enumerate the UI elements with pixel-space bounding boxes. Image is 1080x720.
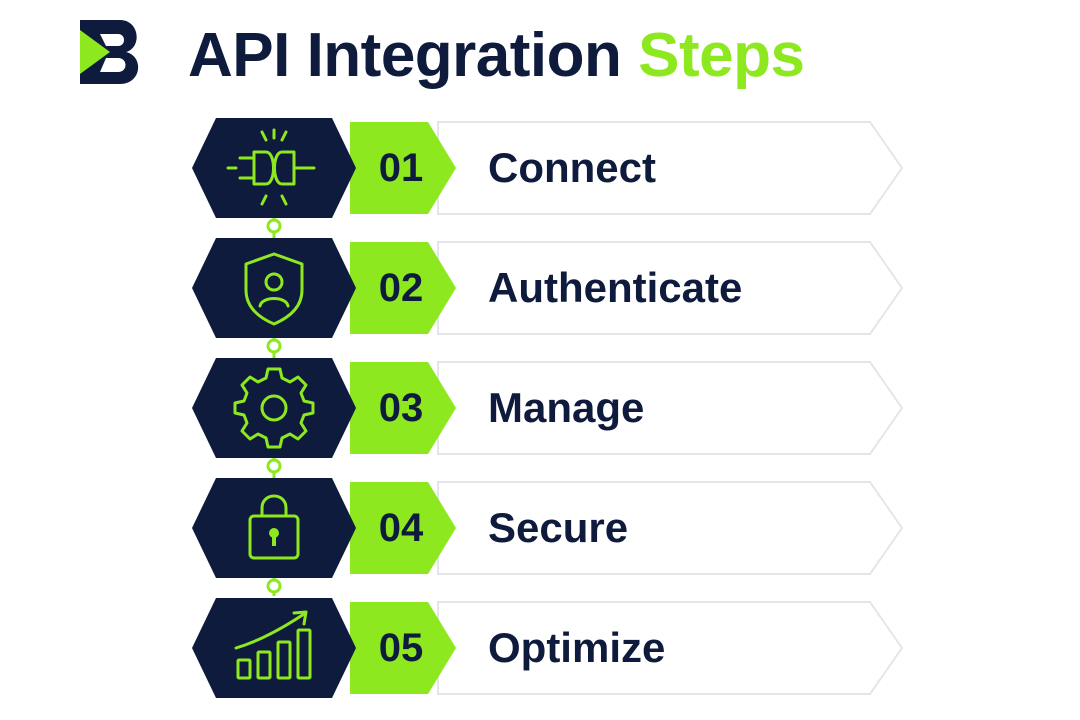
title-main: API Integration	[188, 21, 622, 90]
step-label: Connect	[488, 144, 656, 191]
step-card	[350, 481, 904, 575]
step-label: Authenticate	[488, 264, 743, 311]
step-card	[350, 241, 904, 335]
step-authenticate: 02 Authenticate	[190, 238, 910, 338]
step-label: Secure	[488, 504, 629, 551]
page-title: API Integration Steps	[188, 14, 805, 98]
step-card	[350, 121, 904, 215]
step-manage: 03 Manage	[190, 358, 910, 458]
step-card	[350, 601, 904, 695]
growth-chart-icon	[192, 598, 356, 698]
title-accent: Steps	[638, 21, 805, 90]
padlock-icon	[192, 478, 356, 578]
step-optimize: 05 Optimize	[190, 598, 910, 698]
step-number: 05	[378, 625, 424, 670]
plug-connect-icon	[192, 118, 356, 218]
step-number: 02	[378, 265, 424, 310]
b-logo-icon	[80, 20, 139, 84]
step-secure: 04 Secure	[190, 478, 910, 578]
step-label: Manage	[488, 384, 645, 431]
step-number: 04	[378, 505, 424, 550]
step-number: 01	[378, 145, 424, 190]
gear-icon	[192, 358, 356, 458]
step-label: Optimize	[488, 624, 666, 671]
step-connect: 01 Connect	[190, 118, 910, 218]
step-card	[350, 361, 904, 455]
step-number: 03	[378, 385, 424, 430]
shield-user-icon	[192, 238, 356, 338]
